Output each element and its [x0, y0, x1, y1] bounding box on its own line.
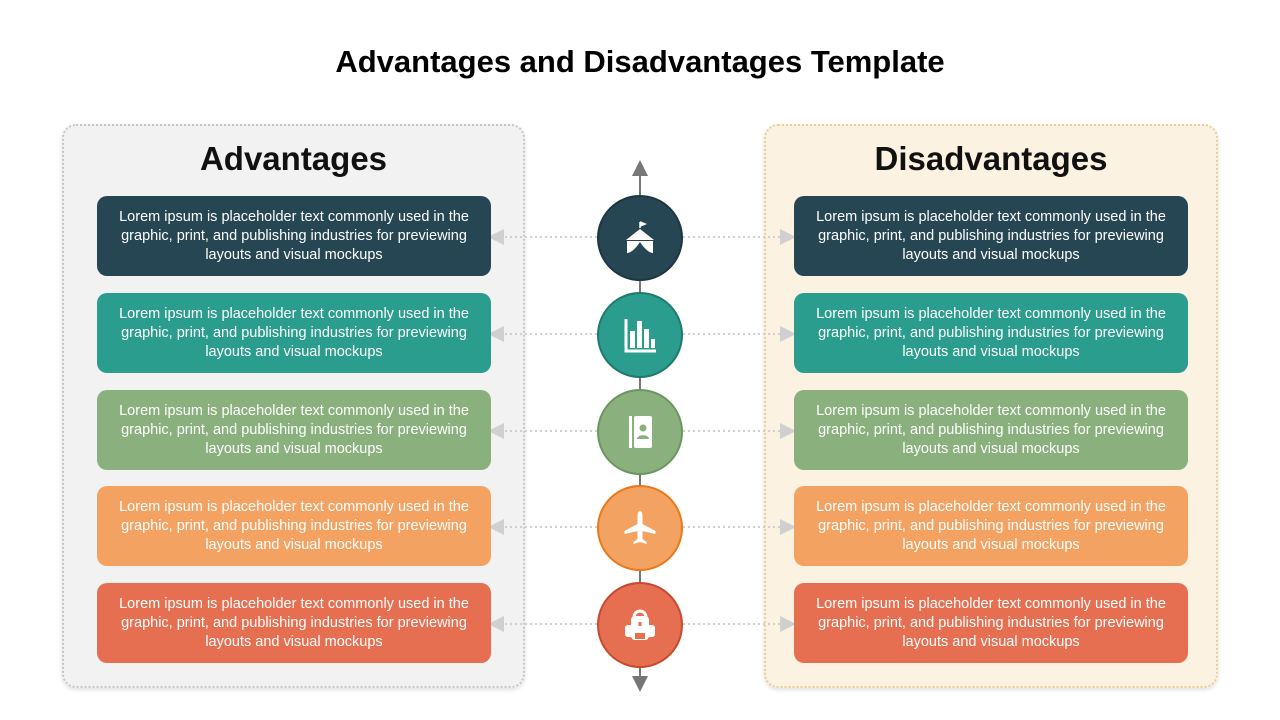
advantages-heading: Advantages — [199, 140, 388, 177]
timeline-node — [597, 485, 683, 571]
slide-title: Advantages and Disadvantages Template — [335, 44, 945, 79]
advantage-text: Lorem ipsum is placeholder text commonly… — [119, 498, 469, 553]
disadvantage-text: Lorem ipsum is placeholder text commonly… — [816, 305, 1166, 360]
disadvantage-card: Lorem ipsum is placeholder text commonly… — [794, 583, 1188, 663]
advantage-card: Lorem ipsum is placeholder text commonly… — [97, 196, 491, 276]
advantage-card: Lorem ipsum is placeholder text commonly… — [97, 390, 491, 470]
contact-book-icon — [629, 416, 652, 448]
advantage-text: Lorem ipsum is placeholder text commonly… — [119, 595, 469, 650]
disadvantage-text: Lorem ipsum is placeholder text commonly… — [816, 208, 1166, 263]
disadvantage-card: Lorem ipsum is placeholder text commonly… — [794, 486, 1188, 566]
timeline-node — [597, 582, 683, 668]
disadvantages-heading: Disadvantages — [874, 140, 1108, 177]
advantage-text: Lorem ipsum is placeholder text commonly… — [119, 305, 469, 360]
advantage-card: Lorem ipsum is placeholder text commonly… — [97, 486, 491, 566]
advantage-text: Lorem ipsum is placeholder text commonly… — [119, 208, 469, 263]
disadvantage-card: Lorem ipsum is placeholder text commonly… — [794, 196, 1188, 276]
timeline-node — [597, 195, 683, 281]
disadvantage-text: Lorem ipsum is placeholder text commonly… — [816, 595, 1166, 650]
advantage-text: Lorem ipsum is placeholder text commonly… — [119, 402, 469, 457]
disadvantage-card: Lorem ipsum is placeholder text commonly… — [794, 390, 1188, 470]
timeline-node — [597, 292, 683, 378]
bar-chart-icon — [624, 319, 656, 353]
disadvantage-text: Lorem ipsum is placeholder text commonly… — [816, 498, 1166, 553]
timeline-node — [597, 389, 683, 475]
advantage-card: Lorem ipsum is placeholder text commonly… — [97, 583, 491, 663]
disadvantage-text: Lorem ipsum is placeholder text commonly… — [816, 402, 1166, 457]
advantage-card: Lorem ipsum is placeholder text commonly… — [97, 293, 491, 373]
circus-tent-icon — [626, 221, 654, 253]
disadvantage-card: Lorem ipsum is placeholder text commonly… — [794, 293, 1188, 373]
backpack-icon — [625, 609, 655, 640]
airplane-icon — [624, 511, 656, 544]
